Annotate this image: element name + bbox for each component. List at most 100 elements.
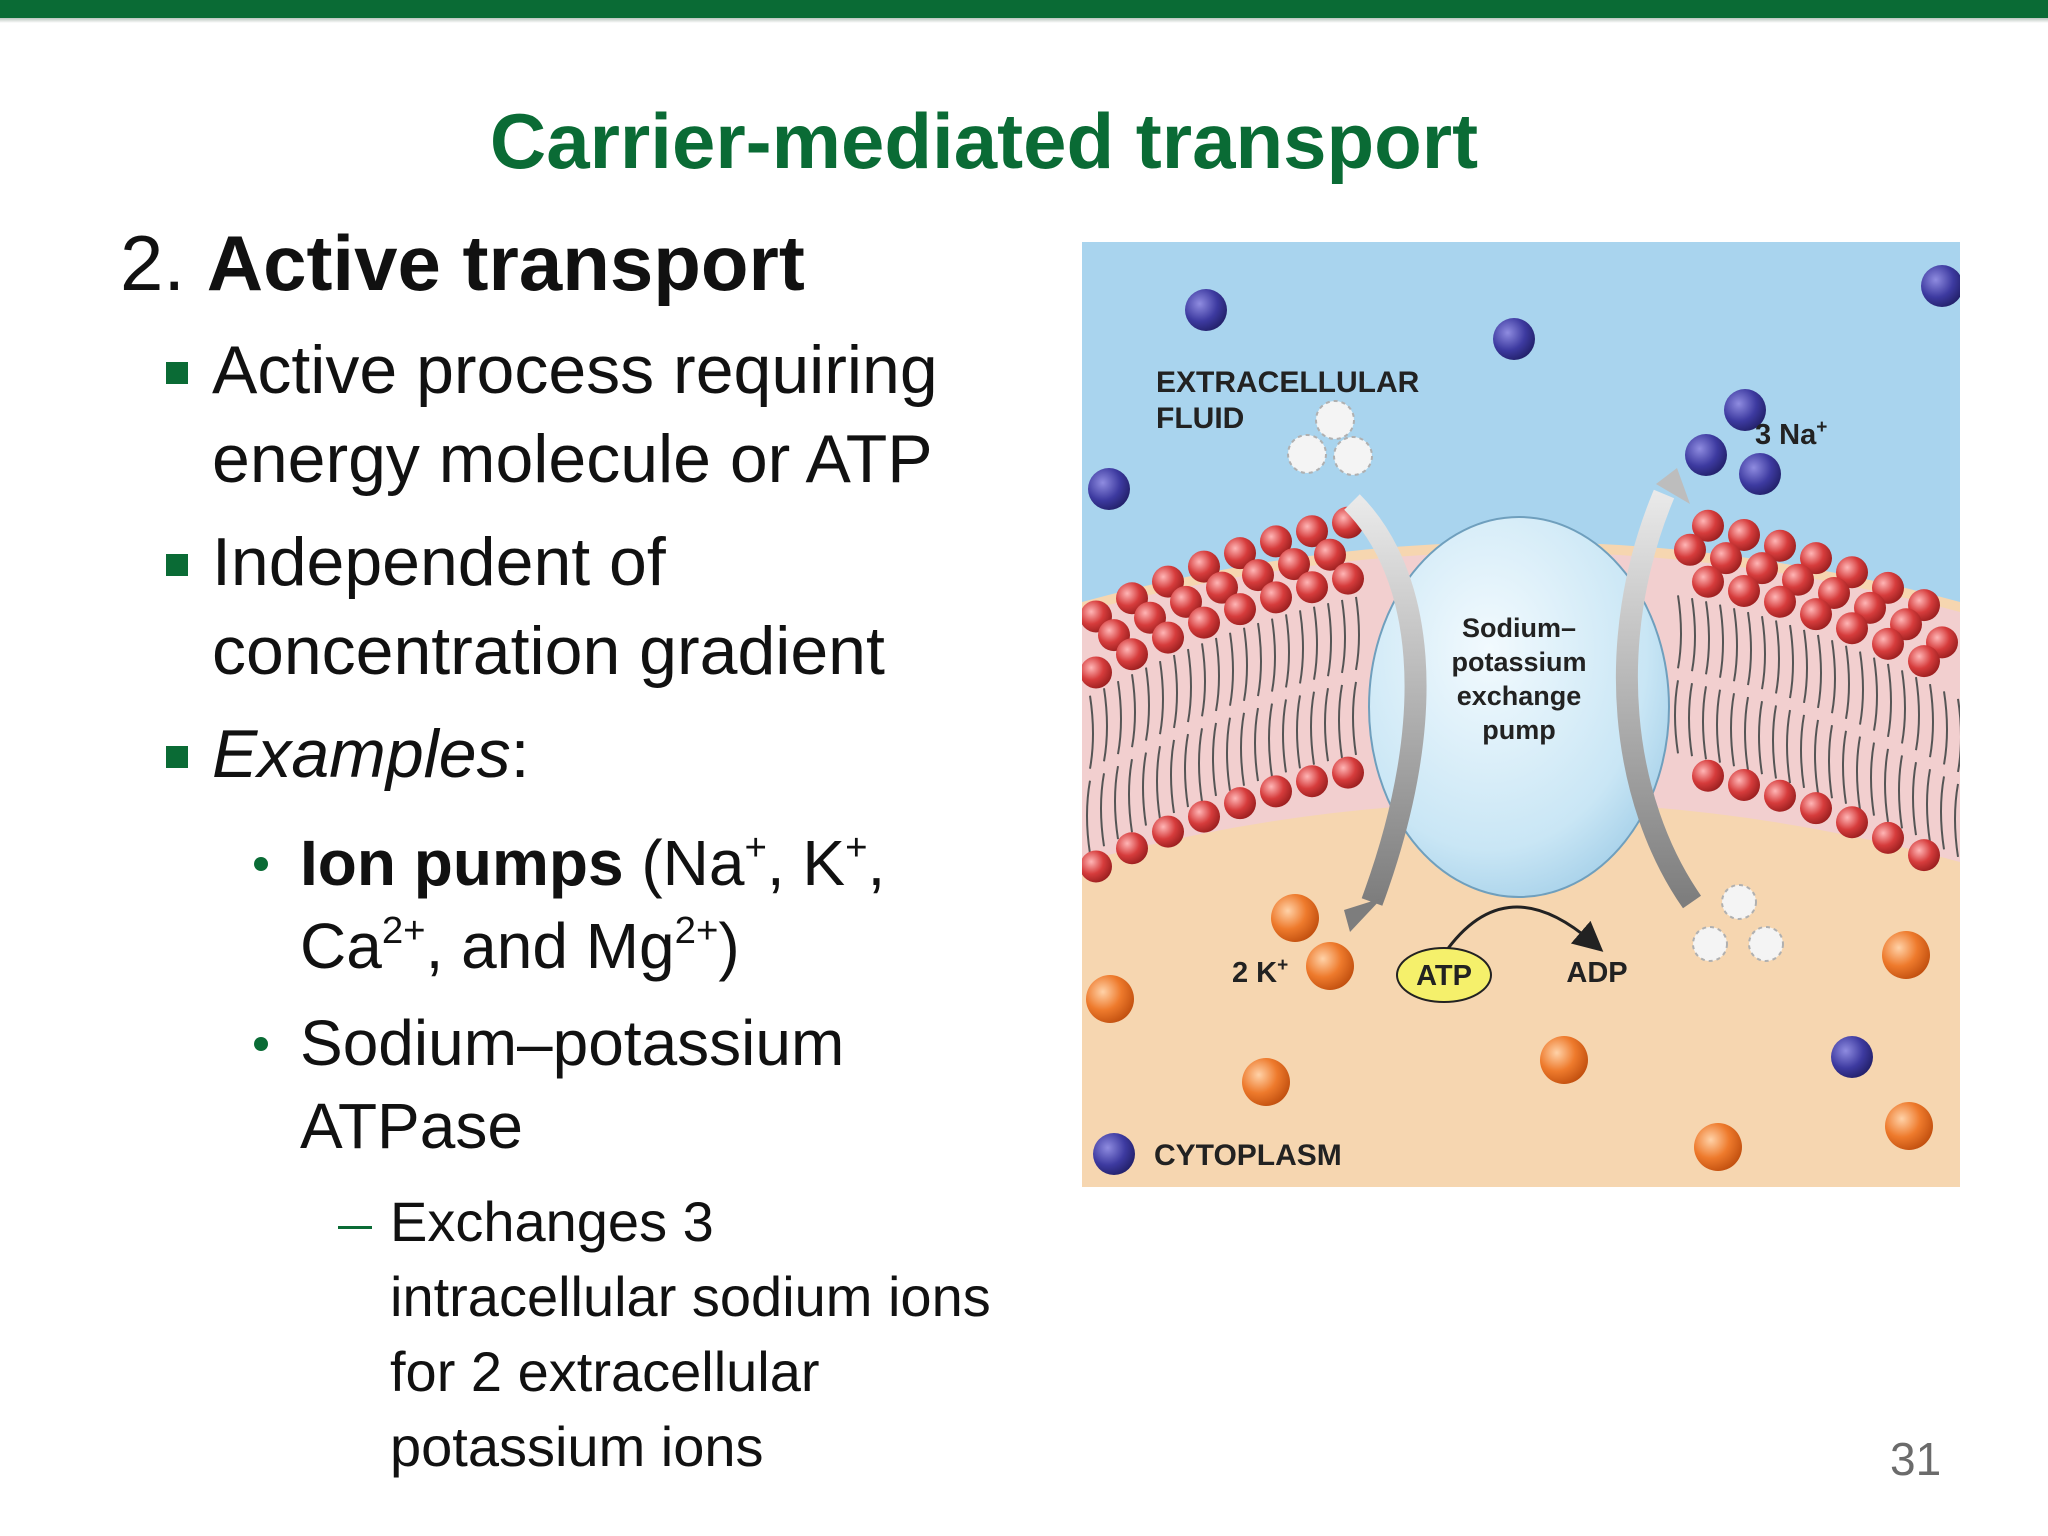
lipid-head (1908, 839, 1940, 872)
bullet-line: concentration gradient (212, 613, 885, 689)
potassium-label: 2 K+ (1232, 955, 1288, 989)
lipid-head (1296, 571, 1328, 604)
top-accent-bar (0, 0, 2048, 18)
lipid-head (1728, 518, 1760, 551)
sodium-ion (1724, 389, 1766, 431)
lipid-tail (1817, 634, 1822, 709)
lipid-head (1908, 645, 1940, 678)
lipid-tail (1688, 683, 1693, 757)
lipid-tail (1215, 637, 1220, 712)
lipid-head (1836, 612, 1868, 645)
lipid-tail (1747, 611, 1752, 686)
bullet-line: Active process requiring (212, 332, 938, 408)
lipid-tail (1159, 660, 1164, 735)
lipid-tail (1198, 728, 1203, 802)
lipid-tails (1086, 595, 1960, 858)
k-charge: + (845, 826, 868, 870)
lipid-tail (1786, 709, 1791, 784)
bullet-active-process: Active process requiring energy molecule… (212, 326, 938, 504)
lipid-tail (1915, 677, 1920, 751)
detail-line: intracellular sodium ions (390, 1265, 991, 1328)
lipid-tail (1943, 691, 1948, 765)
bullet-line: Independent of (212, 524, 666, 600)
lipid-head (1224, 593, 1256, 626)
sodium-arrow-head (1656, 468, 1690, 504)
atp-label: ATP (1416, 960, 1472, 992)
potassium-ions (1086, 894, 1933, 1171)
lipid-tail (1156, 745, 1161, 820)
sodium-ions (1088, 265, 1960, 1175)
sodium-ion (1739, 453, 1781, 495)
lipid-tail (1285, 614, 1290, 688)
heading-number: 2. (120, 219, 186, 307)
lipid-head (1116, 638, 1148, 671)
sub-bullet-ion-pumps: Ion pumps (Na+, K+, Ca2+, and Mg2+) (300, 822, 1060, 988)
lipid-head (1082, 850, 1112, 883)
lipid-tail (1901, 670, 1906, 744)
lipid-head (1224, 537, 1256, 570)
lipid-head (1296, 515, 1328, 548)
lipid-tail (1254, 707, 1259, 782)
lipid-head (1332, 562, 1364, 595)
lipid-head (1188, 606, 1220, 639)
lipid-tail (1352, 681, 1357, 756)
lipid-head (1746, 552, 1778, 585)
lipid-head (1836, 556, 1868, 589)
lipid-tail (1257, 622, 1262, 697)
sodium-ion (1493, 318, 1535, 360)
lipid-tail (1327, 603, 1332, 677)
atp-bubble (1396, 947, 1492, 1003)
atp-adp-arrow (1438, 905, 1604, 961)
potassium-ion (1086, 975, 1134, 1023)
lipid-head (1800, 542, 1832, 575)
potassium-arrow (1344, 494, 1427, 906)
lipid-head (1188, 550, 1220, 583)
lipid-tail (1355, 596, 1360, 671)
examples-colon: : (510, 716, 530, 792)
cytoplasm-label: CYTOPLASM (1154, 1139, 1342, 1172)
potassium-arrow-head (1344, 898, 1382, 932)
bullet-examples: Examples: (212, 710, 529, 799)
lipid-tail (1912, 761, 1917, 836)
lipid-tail (1268, 703, 1273, 777)
lipid-tail (1775, 620, 1780, 694)
lipid-tail (1338, 684, 1343, 759)
lipid-head (1782, 563, 1814, 596)
sodium-ion (1685, 434, 1727, 476)
examples-label: Examples (212, 716, 511, 792)
lipid-tail (1310, 691, 1315, 765)
lipid-tail (1887, 663, 1892, 738)
lipid-tail (1229, 632, 1234, 706)
lipid-tail (1702, 686, 1707, 760)
ca-charge: 2+ (381, 909, 426, 953)
lipid-head (1206, 571, 1238, 604)
lipid-tail (1716, 689, 1721, 763)
lipid-tail (1758, 700, 1763, 775)
lipid-head (1224, 787, 1256, 820)
heading-text: Active transport (206, 219, 805, 307)
lipid-tail (1240, 712, 1245, 786)
lipid-tail (1142, 752, 1147, 826)
page-number: 31 (1890, 1433, 1942, 1485)
lipid-tail (1814, 719, 1819, 794)
lipid-tail (1831, 640, 1836, 714)
potassium-ion (1306, 942, 1354, 990)
lipid-head (1800, 598, 1832, 631)
lipid-head (1728, 768, 1760, 801)
potassium-ion (1242, 1058, 1290, 1106)
lipid-tail (1145, 667, 1150, 741)
sub-bullet-atpase: Sodium–potassium ATPase (300, 1002, 844, 1168)
lipid-heads (1082, 506, 1958, 883)
lipid-head (1818, 577, 1850, 610)
ion-text: , K (766, 827, 846, 899)
lipid-head (1260, 581, 1292, 614)
lipid-tail (1324, 688, 1329, 762)
ion-text: , (867, 827, 886, 899)
ion-text: (Na (641, 827, 745, 899)
lipid-head (1170, 585, 1202, 618)
lipid-tail (1800, 714, 1805, 789)
lipid-tail (1898, 755, 1903, 829)
lipid-head (1728, 574, 1760, 607)
lipid-tail (1842, 730, 1847, 804)
round-bullet-icon (254, 857, 268, 871)
